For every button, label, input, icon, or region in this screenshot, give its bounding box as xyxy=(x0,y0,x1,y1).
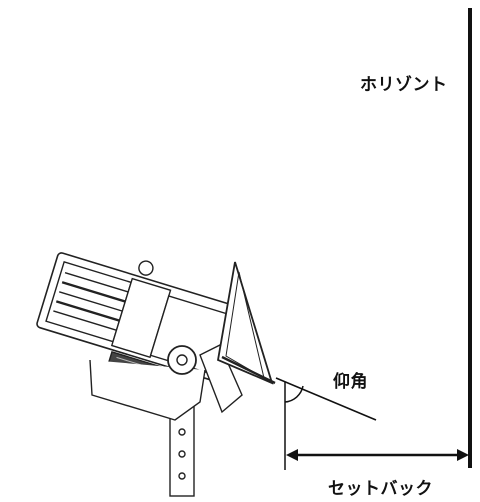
setback-dimension-arrow xyxy=(286,449,469,461)
horizont-label: ホリゾント xyxy=(360,75,448,95)
barn-door-frame xyxy=(216,261,276,385)
elevation-angle-label: 仰角 xyxy=(333,372,368,392)
elevation-angle-arc xyxy=(284,385,304,403)
setback-label: セットバック xyxy=(328,479,433,499)
spotlight-fixture xyxy=(36,252,276,497)
beam-line xyxy=(275,377,377,421)
